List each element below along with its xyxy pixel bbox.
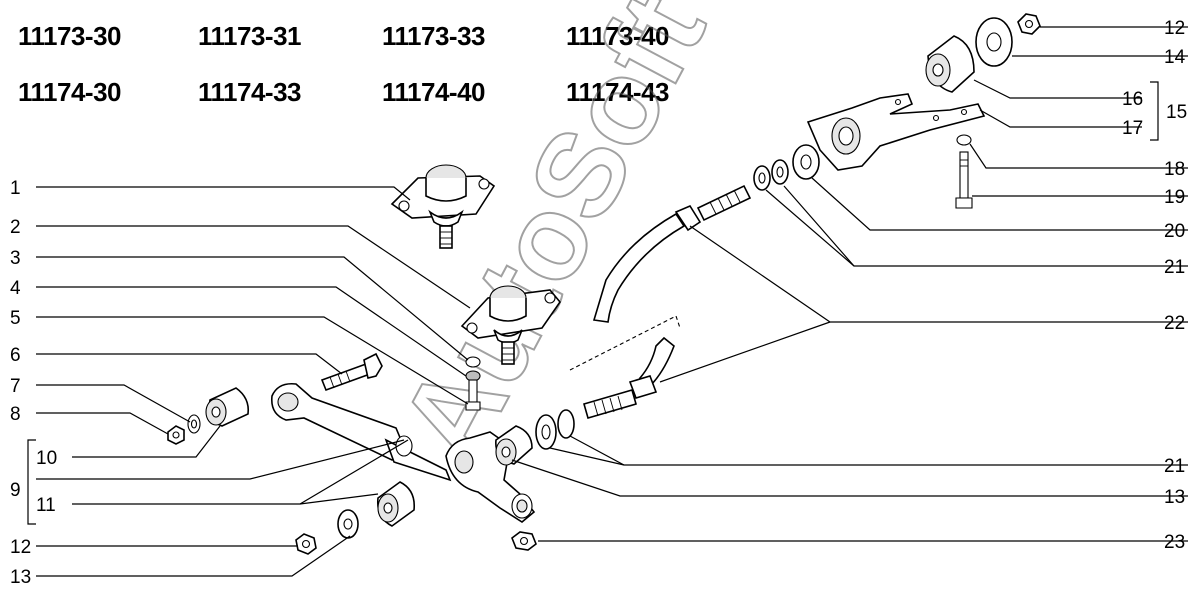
long-bolt-drawing	[320, 352, 383, 392]
model-number: 11174-33	[198, 77, 301, 107]
callout-number: 8	[10, 404, 21, 425]
callout-number: 13	[1164, 487, 1185, 508]
callout-number: 14	[1164, 47, 1186, 68]
bracket-bushing-large-drawing	[925, 13, 1041, 93]
callout-number: 21	[1164, 257, 1185, 278]
leader-lines	[27, 26, 1188, 577]
callout-number: 18	[1164, 159, 1185, 180]
bracket-bushing-drawing	[495, 425, 533, 466]
strut-rod-bracket-drawing	[806, 93, 986, 171]
lower-ball-joint-drawing	[460, 285, 562, 365]
callout-number: 22	[1164, 313, 1185, 334]
arm-bushing-set-drawing	[167, 387, 250, 445]
callouts-right: 12 14 16 15 17 18 19 20 21 22 21 13 23	[1122, 18, 1187, 553]
callout-number: 3	[10, 248, 21, 269]
rod-lower-washers-drawing	[535, 409, 575, 450]
parts-drawing	[167, 13, 1041, 555]
callout-number: 19	[1164, 187, 1185, 208]
callouts-left: 1 2 3 4 5 6 7 8 10 9 11 12 13	[10, 178, 57, 588]
callout-number: 7	[10, 376, 21, 397]
callout-number: 21	[1164, 456, 1185, 477]
lower-arm-drawing	[270, 382, 452, 482]
callout-number: 23	[1164, 532, 1185, 553]
callout-number: 9	[10, 480, 21, 501]
model-number: 11173-31	[198, 21, 301, 51]
model-number: 11173-30	[18, 21, 121, 51]
model-number: 11173-40	[566, 21, 669, 51]
callout-number: 12	[10, 537, 31, 558]
rod-upper-washers-drawing	[753, 144, 820, 191]
callout-number: 17	[1122, 118, 1143, 139]
model-number: 11174-43	[566, 77, 669, 107]
callout-number: 13	[10, 567, 31, 588]
model-number: 11174-30	[18, 77, 121, 107]
callout-number: 1	[10, 178, 21, 199]
callout-number: 16	[1122, 89, 1143, 110]
model-number: 11174-40	[382, 77, 485, 107]
watermark: AutoSoft	[374, 0, 732, 483]
callout-number: 15	[1166, 102, 1187, 123]
model-numbers: 11173-30 11173-31 11173-33 11173-40 1117…	[18, 21, 670, 107]
bracket-bolt-drawing	[955, 134, 973, 209]
callout-number: 20	[1164, 221, 1185, 242]
callout-number: 6	[10, 345, 21, 366]
callout-number: 5	[10, 308, 21, 329]
lower-arm-bracket-drawing	[445, 431, 536, 523]
upper-ball-joint-drawing	[390, 164, 496, 249]
lower-bushing-set-drawing	[295, 481, 416, 555]
strut-rod-drawing	[569, 184, 752, 419]
watermark-text: AutoSoft	[375, 0, 731, 482]
callout-number: 4	[10, 278, 21, 299]
callout-number: 12	[1164, 18, 1185, 39]
lower-nut-drawing	[511, 531, 537, 551]
callout-number: 10	[36, 448, 57, 469]
callout-number: 2	[10, 217, 21, 238]
ball-joint-fasteners-drawing	[465, 356, 481, 411]
model-number: 11173-33	[382, 21, 485, 51]
callout-number: 11	[36, 495, 56, 516]
